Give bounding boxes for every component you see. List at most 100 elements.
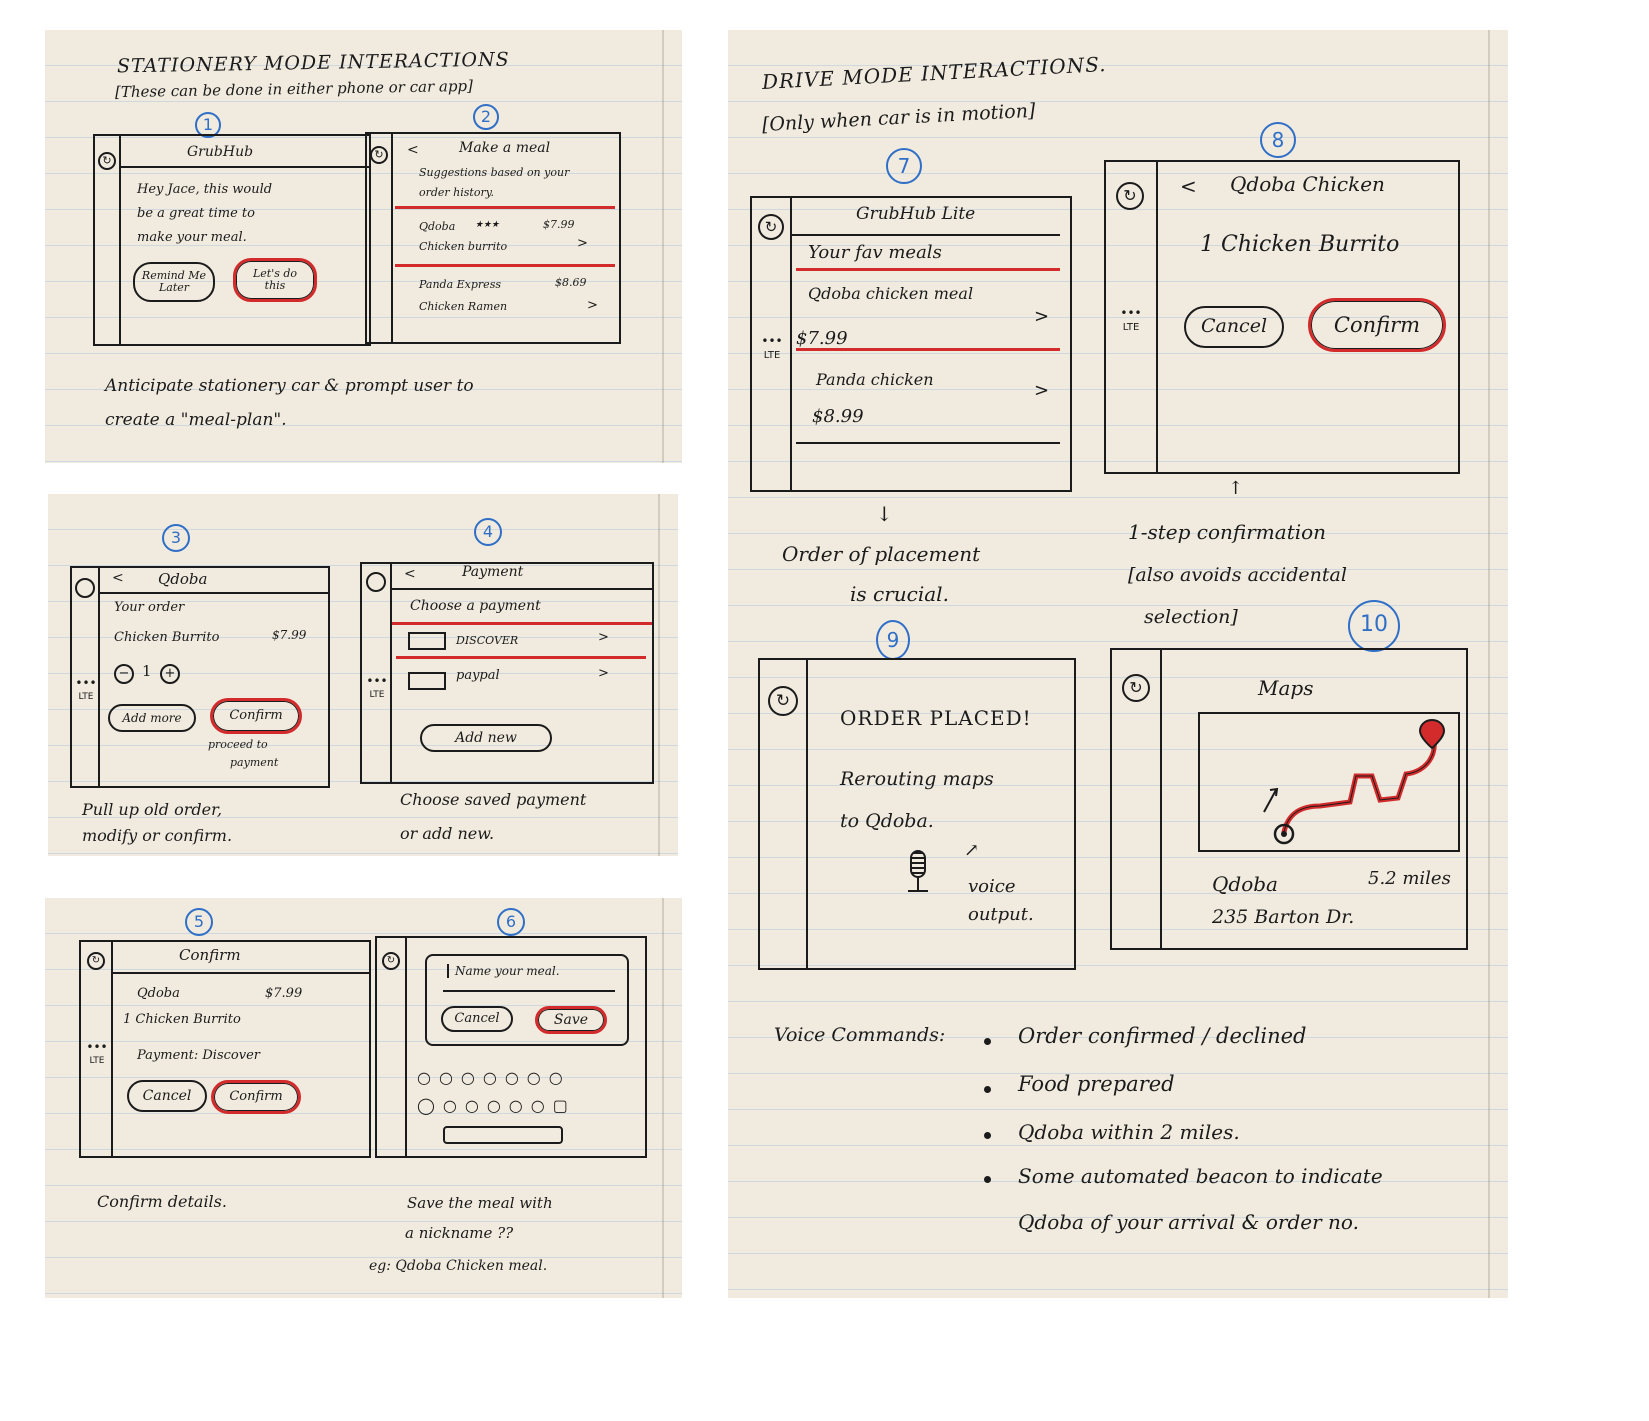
sketch-screen-1: ↻ GrubHub Hey Jace, this would be a grea… [93, 134, 371, 346]
stationery-mode-photo: STATIONERY MODE INTERACTIONS [These can … [45, 30, 682, 463]
sync-icon: ↻ [370, 146, 388, 164]
keyboard-sketch: ○○○○○○○ ◯○○○○○▢ [417, 1068, 629, 1148]
lte-indicator: LTE [89, 1056, 105, 1066]
cancel-order-button[interactable]: Cancel [127, 1080, 207, 1112]
s7-item1[interactable]: Qdoba chicken meal [808, 284, 974, 303]
step-number-5: 5 [185, 908, 213, 936]
sketch-screen-3: ••• LTE < Qdoba Your order Chicken Burri… [70, 566, 330, 788]
save-meal-button[interactable]: Save [535, 1006, 607, 1034]
microphone-icon [906, 850, 930, 896]
payment-caption-2: or add new. [400, 824, 495, 843]
cancel-save-button[interactable]: Cancel [441, 1006, 513, 1032]
step-number-1: 1 [195, 112, 221, 138]
s4-back[interactable]: < [404, 566, 416, 582]
stationery-title: STATIONERY MODE INTERACTIONS [116, 48, 510, 78]
chevron-right-icon[interactable]: > [577, 236, 588, 251]
drive-mode-photo: DRIVE MODE INTERACTIONS. [Only when car … [728, 30, 1508, 1298]
save-caption-1: Save the meal with [407, 1194, 553, 1212]
add-new-payment-button[interactable]: Add new [420, 724, 552, 752]
order-caption-1: Pull up old order, [82, 800, 223, 819]
chevron-right-icon[interactable]: > [1034, 380, 1050, 401]
confirm-order-button[interactable]: Confirm [210, 698, 302, 734]
chevron-right-icon[interactable]: > [598, 666, 609, 681]
s3-note-1: proceed to [208, 738, 268, 751]
lte-indicator: LTE [1122, 322, 1140, 333]
heading-arrow-icon [1263, 787, 1279, 813]
remind-later-button[interactable]: Remind Me Later [133, 262, 215, 302]
step-number-10: 10 [1348, 600, 1400, 652]
placement-caption-2: is crucial. [850, 582, 949, 606]
arrow-up-icon: ↑ [1228, 478, 1244, 499]
s2-hint-1: Suggestions based on your [419, 166, 570, 179]
chevron-right-icon[interactable]: > [1034, 306, 1050, 327]
quantity-value: 1 [142, 662, 152, 680]
s8-header: Qdoba Chicken [1230, 172, 1385, 196]
s5-payment: Payment: Discover [137, 1048, 260, 1063]
confirm-details-button[interactable]: Confirm [211, 1080, 301, 1114]
step-number-3: 3 [162, 524, 190, 552]
sync-icon: ↻ [98, 152, 116, 170]
signal-dots-icon: ••• [761, 334, 783, 348]
confirm-save-photo: 5 ↻ ••• LTE Confirm Qdoba $7.99 1 Chicke… [45, 898, 682, 1298]
s2-item2-name[interactable]: Panda Express [419, 278, 501, 291]
voice-commands-label: Voice Commands: [774, 1024, 946, 1046]
step-number-6: 6 [497, 908, 525, 936]
s2-item1-price: $7.99 [543, 218, 575, 231]
map-destination: Qdoba [1212, 872, 1278, 896]
map-view[interactable] [1198, 712, 1460, 852]
s4-header: Payment [462, 564, 524, 580]
lte-indicator: LTE [78, 692, 94, 702]
s3-price: $7.99 [272, 628, 307, 642]
drive-title: DRIVE MODE INTERACTIONS. [761, 51, 1108, 94]
voice-command-2: Food prepared [1018, 1072, 1175, 1096]
minus-button[interactable]: − [114, 664, 134, 684]
sketch-screen-9: ↻ ORDER PLACED! Rerouting maps to Qdoba.… [758, 658, 1076, 970]
save-meal-dialog: Name your meal. Cancel Save [425, 954, 629, 1046]
add-more-button[interactable]: Add more [108, 704, 196, 732]
s7-label: Your fav meals [808, 242, 942, 263]
step-number-2-label: 2 [473, 104, 499, 130]
placement-caption-1: Order of placement [782, 542, 981, 566]
sync-icon: ↻ [1122, 674, 1150, 702]
sync-icon: ↻ [1116, 182, 1144, 210]
card-icon [408, 672, 446, 690]
maps-header: Maps [1258, 676, 1314, 700]
confirm-drive-button[interactable]: Confirm [1308, 298, 1446, 352]
sketch-screen-6: ↻ Name your meal. Cancel Save ○○○○○○○ ◯○… [375, 936, 647, 1158]
s7-item2[interactable]: Panda chicken [816, 370, 934, 389]
s1-body-3: make your meal. [137, 230, 247, 245]
step-number-4: 4 [474, 518, 502, 546]
s2-back[interactable]: < [407, 142, 419, 158]
s2-item2-price: $8.69 [555, 276, 587, 289]
arrow-down-icon: ↓ [876, 502, 893, 526]
sketch-screen-4: ••• LTE < Payment Choose a payment DISCO… [360, 562, 654, 784]
s3-back[interactable]: < [112, 570, 124, 586]
card-icon [408, 632, 446, 650]
discover-option[interactable]: DISCOVER [456, 634, 519, 647]
sync-icon: ↻ [382, 952, 400, 970]
step-number-8: 8 [1260, 122, 1296, 158]
lte-indicator: LTE [763, 350, 781, 361]
chevron-right-icon[interactable]: > [587, 298, 598, 313]
sketch-screen-5: ↻ ••• LTE Confirm Qdoba $7.99 1 Chicken … [79, 940, 371, 1158]
s4-label: Choose a payment [410, 598, 541, 614]
s2-item1-name[interactable]: Qdoba [419, 220, 456, 233]
sketch-screen-7: ↻ ••• LTE GrubHub Lite Your fav meals Qd… [750, 196, 1072, 492]
lte-indicator: LTE [369, 690, 385, 700]
plus-button[interactable]: + [160, 664, 180, 684]
sync-icon: ↻ [758, 214, 784, 240]
signal-dots-icon: ••• [1120, 306, 1142, 320]
cancel-drive-button[interactable]: Cancel [1184, 306, 1284, 348]
paypal-option[interactable]: paypal [456, 668, 500, 683]
lets-do-this-button[interactable]: Let's do this [233, 258, 317, 302]
voice-command-1: Order confirmed / declined [1018, 1024, 1307, 1048]
s2-item1-stars: ★★★ [475, 220, 500, 230]
s8-back[interactable]: < [1180, 174, 1197, 198]
meal-name-input[interactable]: Name your meal. [447, 964, 560, 978]
voice-command-4: Some automated beacon to indicate [1018, 1164, 1383, 1188]
save-caption-2: a nickname ?? [405, 1224, 514, 1242]
rerouting-text-2: to Qdoba. [840, 810, 934, 832]
home-button-icon [75, 578, 95, 598]
signal-dots-icon: ••• [86, 1040, 108, 1054]
chevron-right-icon[interactable]: > [598, 630, 609, 645]
